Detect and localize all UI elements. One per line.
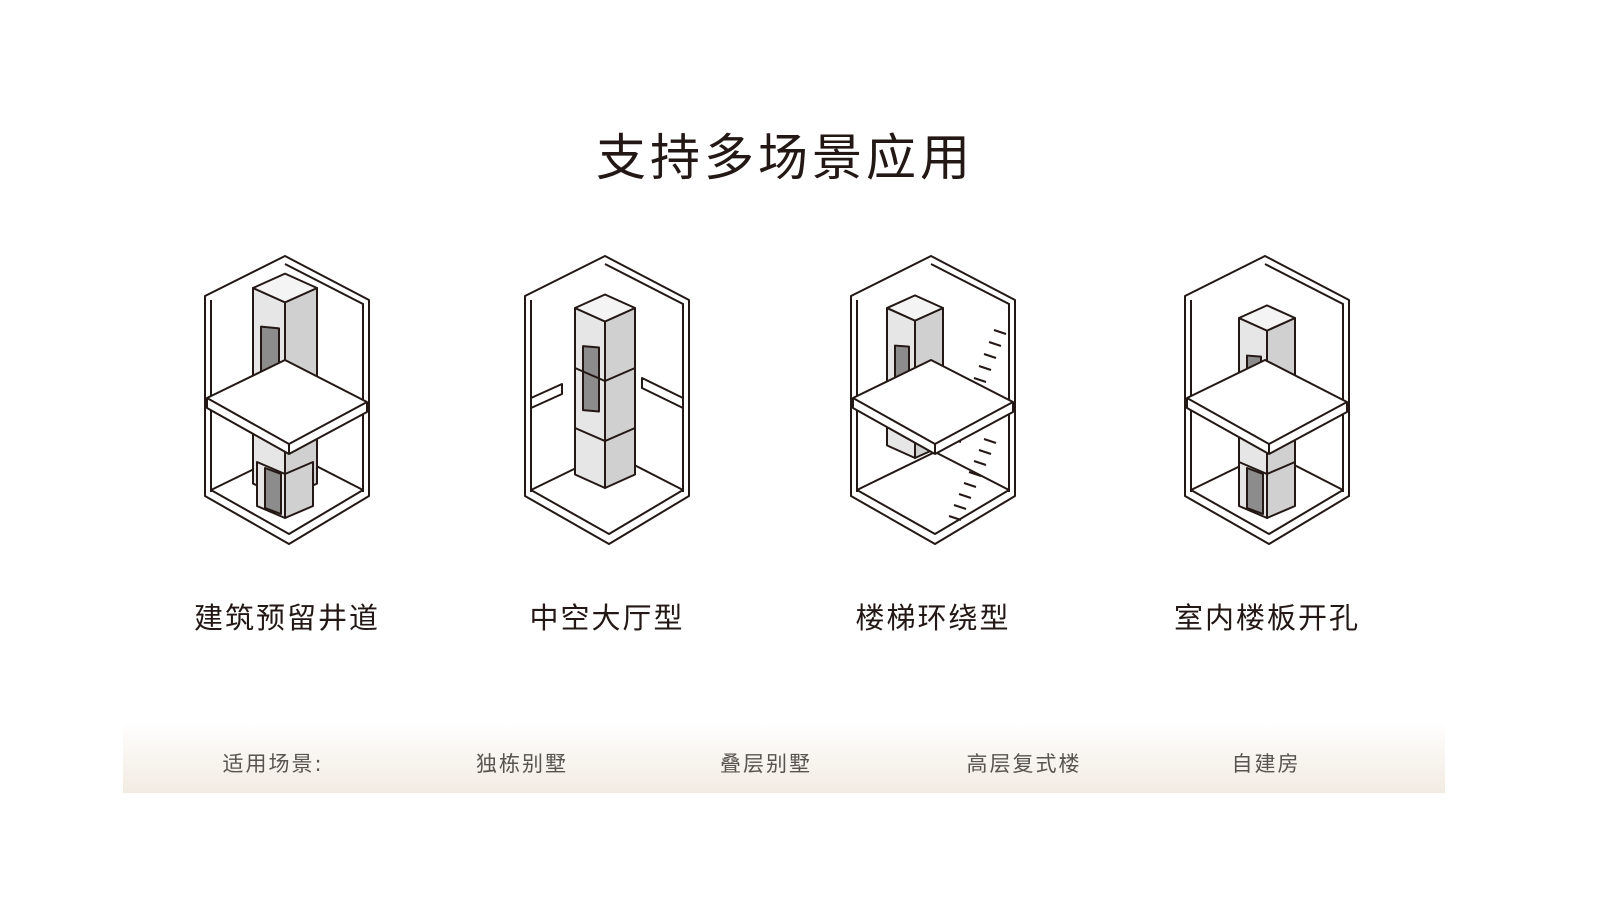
elevator-car-right-face bbox=[604, 307, 636, 489]
elevator-shaft-top bbox=[886, 294, 944, 322]
applicable-item: 叠层别墅 bbox=[720, 752, 812, 776]
scenario-label: 室内楼板开孔 bbox=[1173, 601, 1360, 635]
scenario-card-reserved-shaft: 建筑预留井道 bbox=[157, 240, 417, 650]
atrium-illustration bbox=[524, 255, 690, 545]
page-title: 支持多场景应用 bbox=[596, 129, 974, 187]
lower-door bbox=[264, 467, 282, 515]
stair-step bbox=[953, 504, 967, 510]
stair-surround-illustration bbox=[850, 255, 1016, 545]
lower-shaft-right bbox=[1266, 461, 1296, 519]
inner-wall-back bbox=[604, 263, 684, 492]
scenario-card-floor-opening: 室内楼板开孔 bbox=[1137, 240, 1397, 650]
applicable-item: 自建房 bbox=[1231, 752, 1301, 776]
stair-step bbox=[973, 377, 987, 383]
balcony-left bbox=[530, 383, 563, 409]
applicable-item: 独栋别墅 bbox=[476, 752, 568, 776]
inner-wall-back bbox=[1264, 263, 1344, 492]
applicable-item: 高层复式楼 bbox=[966, 752, 1082, 776]
lower-door bbox=[1246, 467, 1264, 515]
floor-opening-illustration bbox=[1184, 255, 1350, 545]
stair-step bbox=[978, 365, 992, 371]
middle-floor-slab bbox=[1186, 359, 1348, 455]
stair-step bbox=[958, 493, 972, 499]
stair-step bbox=[978, 449, 992, 455]
elevator-car-top bbox=[574, 293, 636, 323]
stair-step bbox=[983, 353, 997, 359]
reserved-shaft-illustration bbox=[204, 255, 370, 545]
scenario-label: 建筑预留井道 bbox=[193, 601, 380, 635]
stair-step bbox=[963, 482, 977, 488]
scenario-label: 楼梯环绕型 bbox=[855, 601, 1011, 635]
car-divider bbox=[574, 427, 636, 443]
lower-shaft-right bbox=[284, 461, 314, 519]
middle-floor-slab bbox=[852, 359, 1014, 455]
elevator-shaft-top bbox=[252, 272, 318, 304]
door bbox=[582, 345, 600, 413]
stair-step bbox=[983, 438, 997, 444]
stair-step bbox=[988, 341, 1002, 347]
elevator-shaft-top bbox=[1238, 304, 1296, 332]
stair-step bbox=[973, 460, 987, 466]
inner-wall-back bbox=[284, 263, 364, 492]
middle-floor-slab bbox=[206, 359, 368, 455]
scenario-card-stair-surround: 楼梯环绕型 bbox=[803, 240, 1063, 650]
stair-step bbox=[968, 471, 982, 477]
balcony-right bbox=[641, 377, 684, 409]
scenario-card-atrium: 中空大厅型 bbox=[477, 240, 737, 650]
scenario-label: 中空大厅型 bbox=[529, 601, 685, 635]
stair-step bbox=[948, 515, 962, 521]
applicable-label: 适用场景: bbox=[222, 752, 324, 776]
stair-step bbox=[993, 329, 1007, 335]
car-divider bbox=[574, 367, 636, 383]
applicable-scenarios-bar: 适用场景: 独栋别墅 叠层别墅 高层复式楼 自建房 bbox=[123, 722, 1445, 793]
inner-wall-back bbox=[930, 263, 1010, 492]
